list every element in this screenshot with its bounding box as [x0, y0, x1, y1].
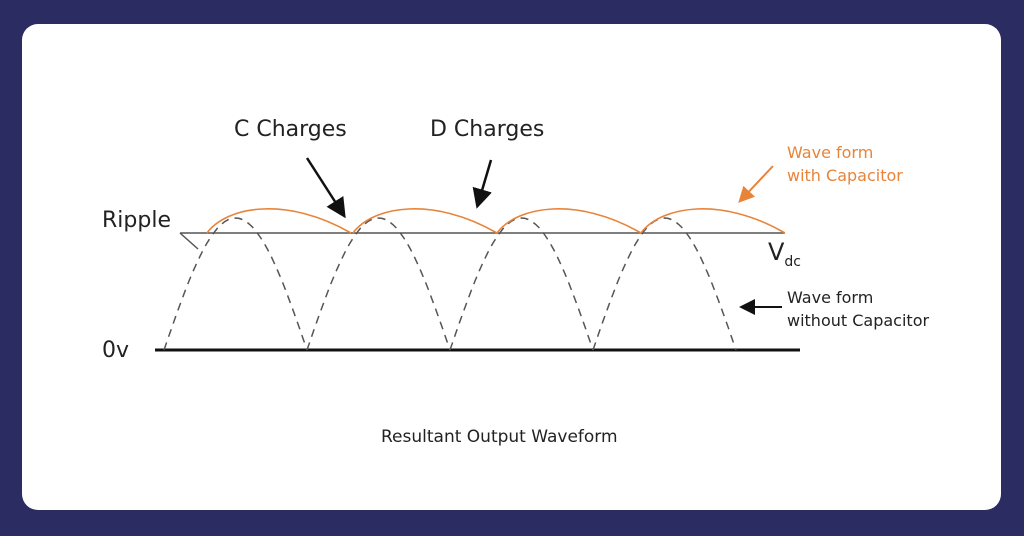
- zero-volt-label: 0v: [102, 338, 130, 363]
- vdc-label: Vdc: [768, 238, 801, 270]
- without-capacitor-line1: Wave form: [787, 288, 874, 307]
- rectified-half-cycle: [592, 217, 737, 351]
- waveform-without-capacitor: [163, 217, 737, 351]
- with-capacitor-label: Wave form with Capacitor: [787, 141, 903, 187]
- rectified-half-cycle: [306, 217, 451, 351]
- caption: Resultant Output Waveform: [381, 427, 618, 447]
- without-capacitor-line2: without Capacitor: [787, 311, 930, 330]
- ripple-pointer: [179, 232, 199, 250]
- vdc-subscript: dc: [784, 253, 802, 270]
- rectified-half-cycle: [449, 217, 594, 351]
- without-capacitor-label: Wave form without Capacitor: [787, 286, 929, 332]
- capacitor-ripple-cycle: [352, 208, 498, 234]
- with-capacitor-arrow: [738, 165, 774, 203]
- c-charges-arrow: [305, 157, 346, 219]
- d-charges-arrow: [472, 159, 493, 209]
- rectified-half-cycle: [163, 217, 308, 351]
- with-capacitor-line2: with Capacitor: [787, 166, 903, 185]
- vdc-main: V: [768, 238, 785, 266]
- with-capacitor-line1: Wave form: [787, 143, 874, 162]
- capacitor-ripple-cycle: [496, 208, 642, 234]
- waveform-with-capacitor: [206, 208, 786, 234]
- diagram-card: [22, 24, 1001, 510]
- ripple-label: Ripple: [102, 208, 171, 233]
- c-charges-label: C Charges: [234, 117, 347, 142]
- capacitor-ripple-cycle: [640, 208, 786, 234]
- capacitor-ripple-cycle: [206, 208, 352, 234]
- d-charges-label: D Charges: [430, 117, 545, 142]
